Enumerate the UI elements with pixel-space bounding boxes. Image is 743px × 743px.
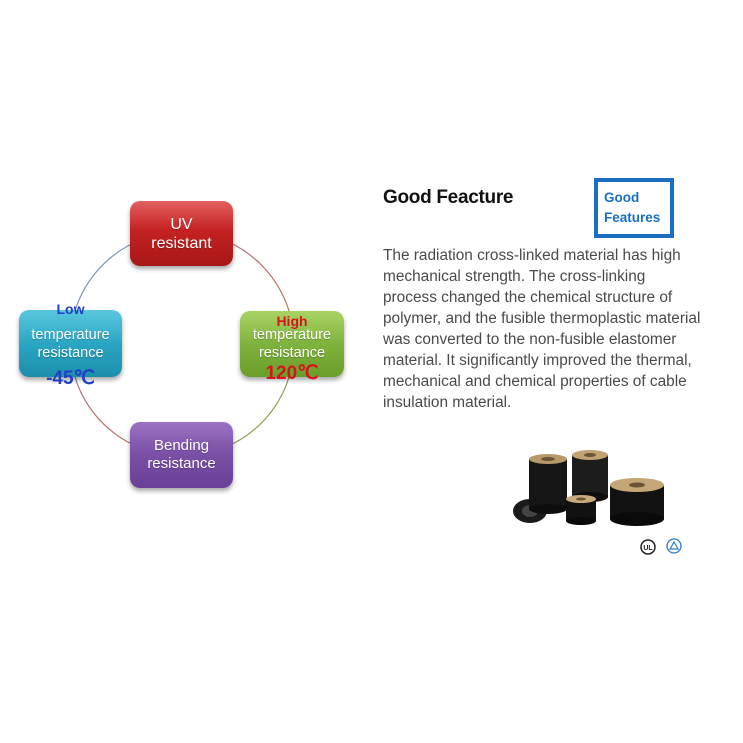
- logo-line1: Good: [604, 190, 640, 205]
- low-tag-label: Low: [56, 301, 85, 317]
- feature-description: The radiation cross-linked material has …: [383, 247, 701, 411]
- high-label-line1: temperature: [252, 327, 332, 343]
- good-features-logo: Good Features: [594, 178, 674, 238]
- high-label-line2: resistance: [258, 345, 326, 361]
- high-temp-value: 120℃: [265, 363, 319, 384]
- uv-resistant-node: UV resistant: [130, 201, 233, 266]
- bend-label-line2: resistance: [147, 455, 216, 472]
- svg-text:UL: UL: [643, 545, 653, 552]
- low-temp-value: -45℃: [46, 368, 95, 389]
- low-label-line1: temperature: [31, 326, 110, 343]
- bending-resistance-node: Bending resistance: [130, 422, 233, 488]
- certification-icons: UL: [640, 538, 682, 555]
- ul-certification-icon: UL: [640, 539, 656, 555]
- cable-reels-icon: [513, 450, 664, 526]
- bend-label-line1: Bending: [153, 437, 210, 454]
- low-temperature-node: temperature resistance: [19, 310, 122, 377]
- logo-line2: Features: [604, 210, 661, 225]
- low-label-line2: resistance: [37, 344, 104, 361]
- tuv-certification-icon: [666, 538, 682, 554]
- uv-label-line1: UV: [170, 215, 193, 233]
- uv-label-line2: resistant: [151, 234, 212, 252]
- high-temperature-node: temperature resistance: [240, 311, 344, 377]
- high-tag-label: High: [276, 313, 308, 329]
- feature-heading: Good Feacture: [383, 187, 514, 208]
